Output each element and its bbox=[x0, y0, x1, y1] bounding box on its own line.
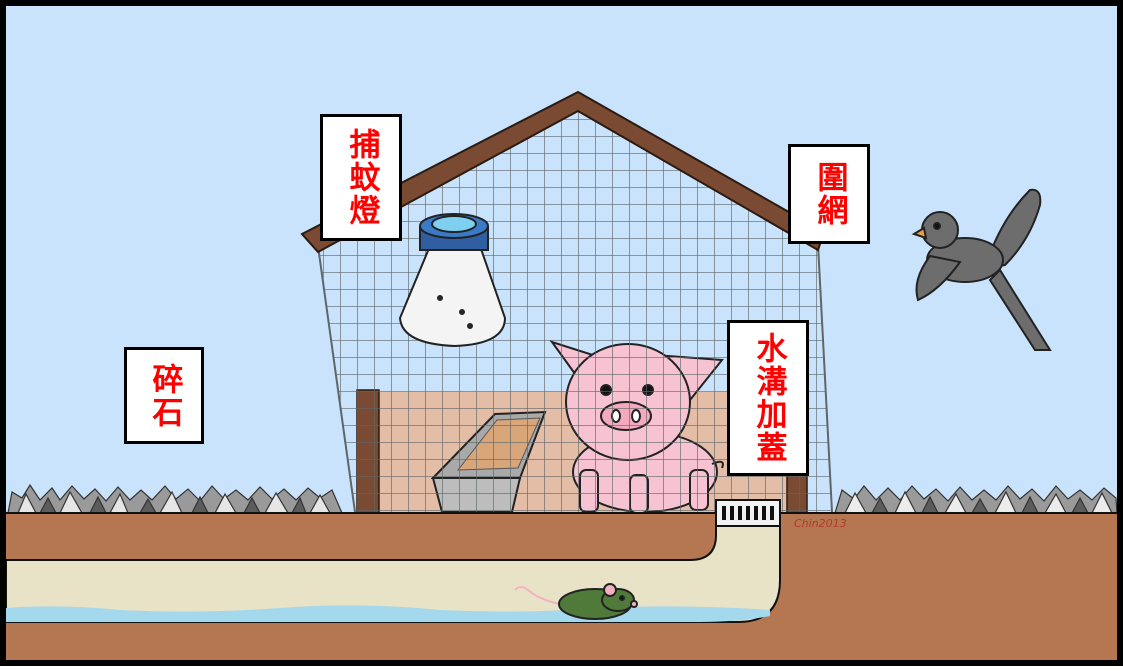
gravel-icon bbox=[7, 483, 343, 514]
drain-grate-icon bbox=[715, 499, 781, 527]
label-mosquito-trap: 捕蚊燈 bbox=[320, 114, 402, 241]
label-gravel: 碎石 bbox=[124, 347, 204, 444]
bird-icon bbox=[911, 188, 1052, 351]
mosquito-trap-icon bbox=[398, 213, 507, 348]
label-fence-net: 圍網 bbox=[788, 144, 870, 244]
label-drain-cover: 水溝加蓋 bbox=[727, 320, 809, 476]
gravel-icon bbox=[834, 485, 1118, 514]
label-fence-net-text: 圍網 bbox=[811, 161, 848, 227]
label-mosquito-trap-text: 捕蚊燈 bbox=[343, 128, 380, 227]
artist-credit: Chin2013 bbox=[794, 517, 847, 530]
roof bbox=[300, 90, 826, 254]
label-gravel-text: 碎石 bbox=[146, 362, 183, 429]
label-drain-cover-text: 水溝加蓋 bbox=[750, 332, 787, 464]
mouse-icon bbox=[514, 583, 638, 620]
